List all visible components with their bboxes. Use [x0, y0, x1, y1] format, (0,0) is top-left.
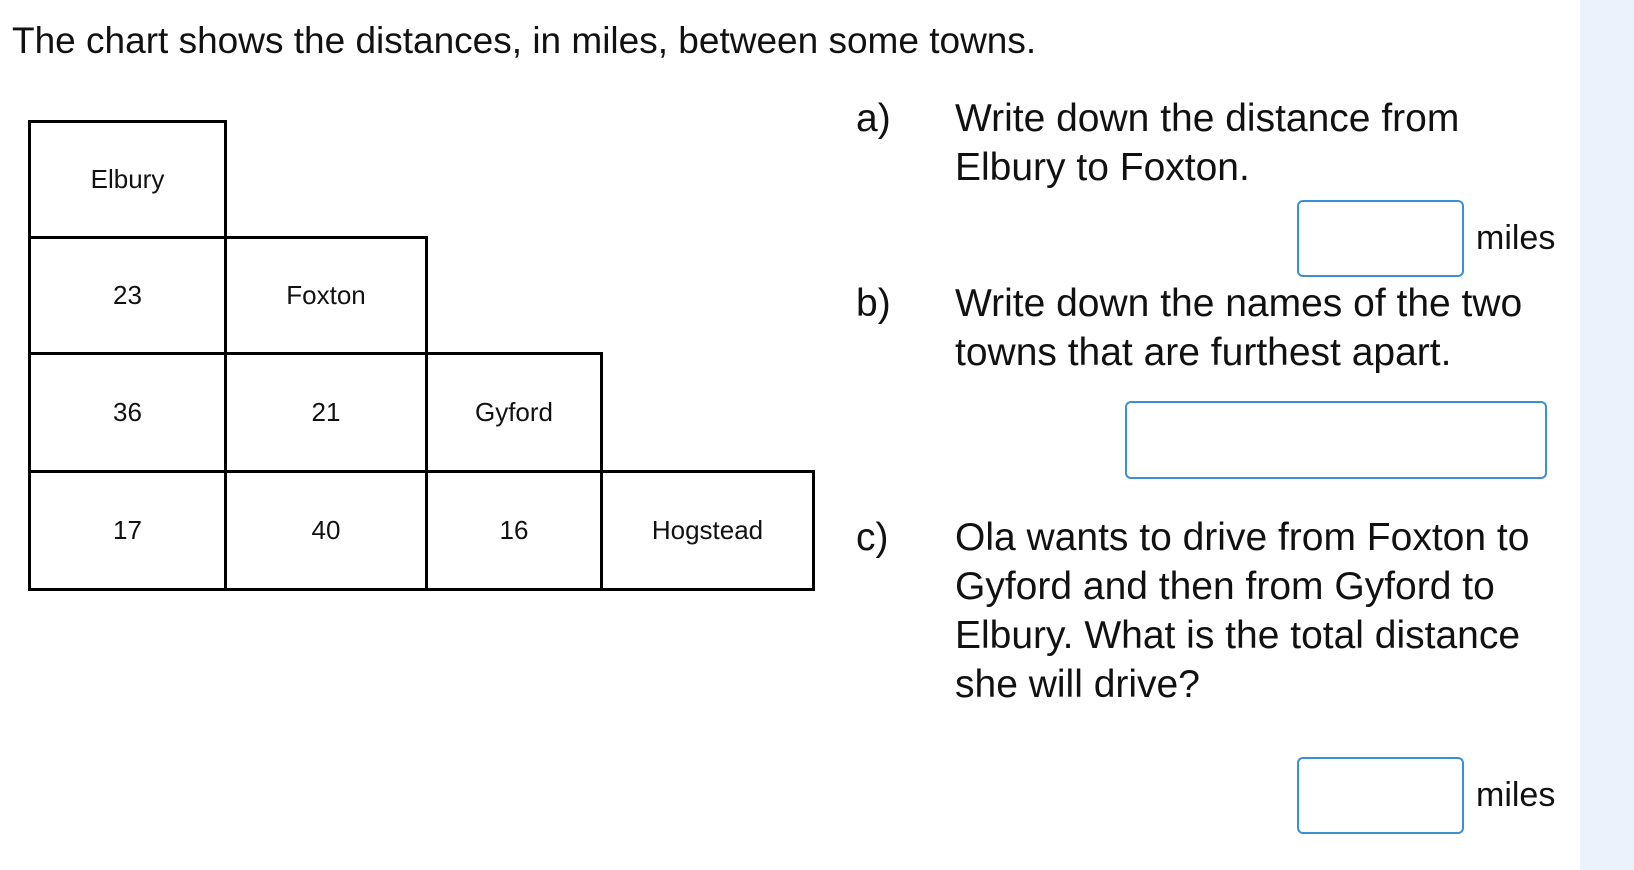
answer-c-input[interactable] [1297, 757, 1464, 834]
question-a-label: a) [856, 97, 891, 140]
distance-chart: Elbury 23 Foxton 36 21 Gyford 17 40 16 H… [0, 0, 840, 620]
question-c-text: Ola wants to drive from Foxton to Gyford… [955, 516, 1530, 706]
question-a-text: Write down the distance from Elbury to F… [955, 97, 1460, 189]
intro-text: The chart shows the distances, in miles,… [12, 20, 1037, 61]
distance-foxton-gyford: 21 [224, 352, 428, 473]
town-cell-elbury: Elbury [28, 120, 227, 239]
town-cell-foxton: Foxton [224, 236, 428, 355]
question-b-label: b) [856, 282, 891, 325]
right-sidebar-panel [1580, 0, 1634, 870]
answer-a-input[interactable] [1297, 200, 1464, 277]
distance-elbury-foxton: 23 [28, 236, 227, 355]
answer-c-units: miles [1476, 776, 1556, 814]
question-b-text: Write down the names of the two towns th… [955, 282, 1523, 374]
distance-gyford-hogstead: 16 [425, 470, 603, 591]
answer-a-units: miles [1476, 219, 1556, 257]
town-cell-hogstead: Hogstead [600, 470, 815, 591]
distance-elbury-gyford: 36 [28, 352, 227, 473]
distance-elbury-hogstead: 17 [28, 470, 227, 591]
question-c-label: c) [856, 516, 889, 559]
town-cell-gyford: Gyford [425, 352, 603, 473]
answer-b-input[interactable] [1125, 401, 1547, 479]
distance-foxton-hogstead: 40 [224, 470, 428, 591]
